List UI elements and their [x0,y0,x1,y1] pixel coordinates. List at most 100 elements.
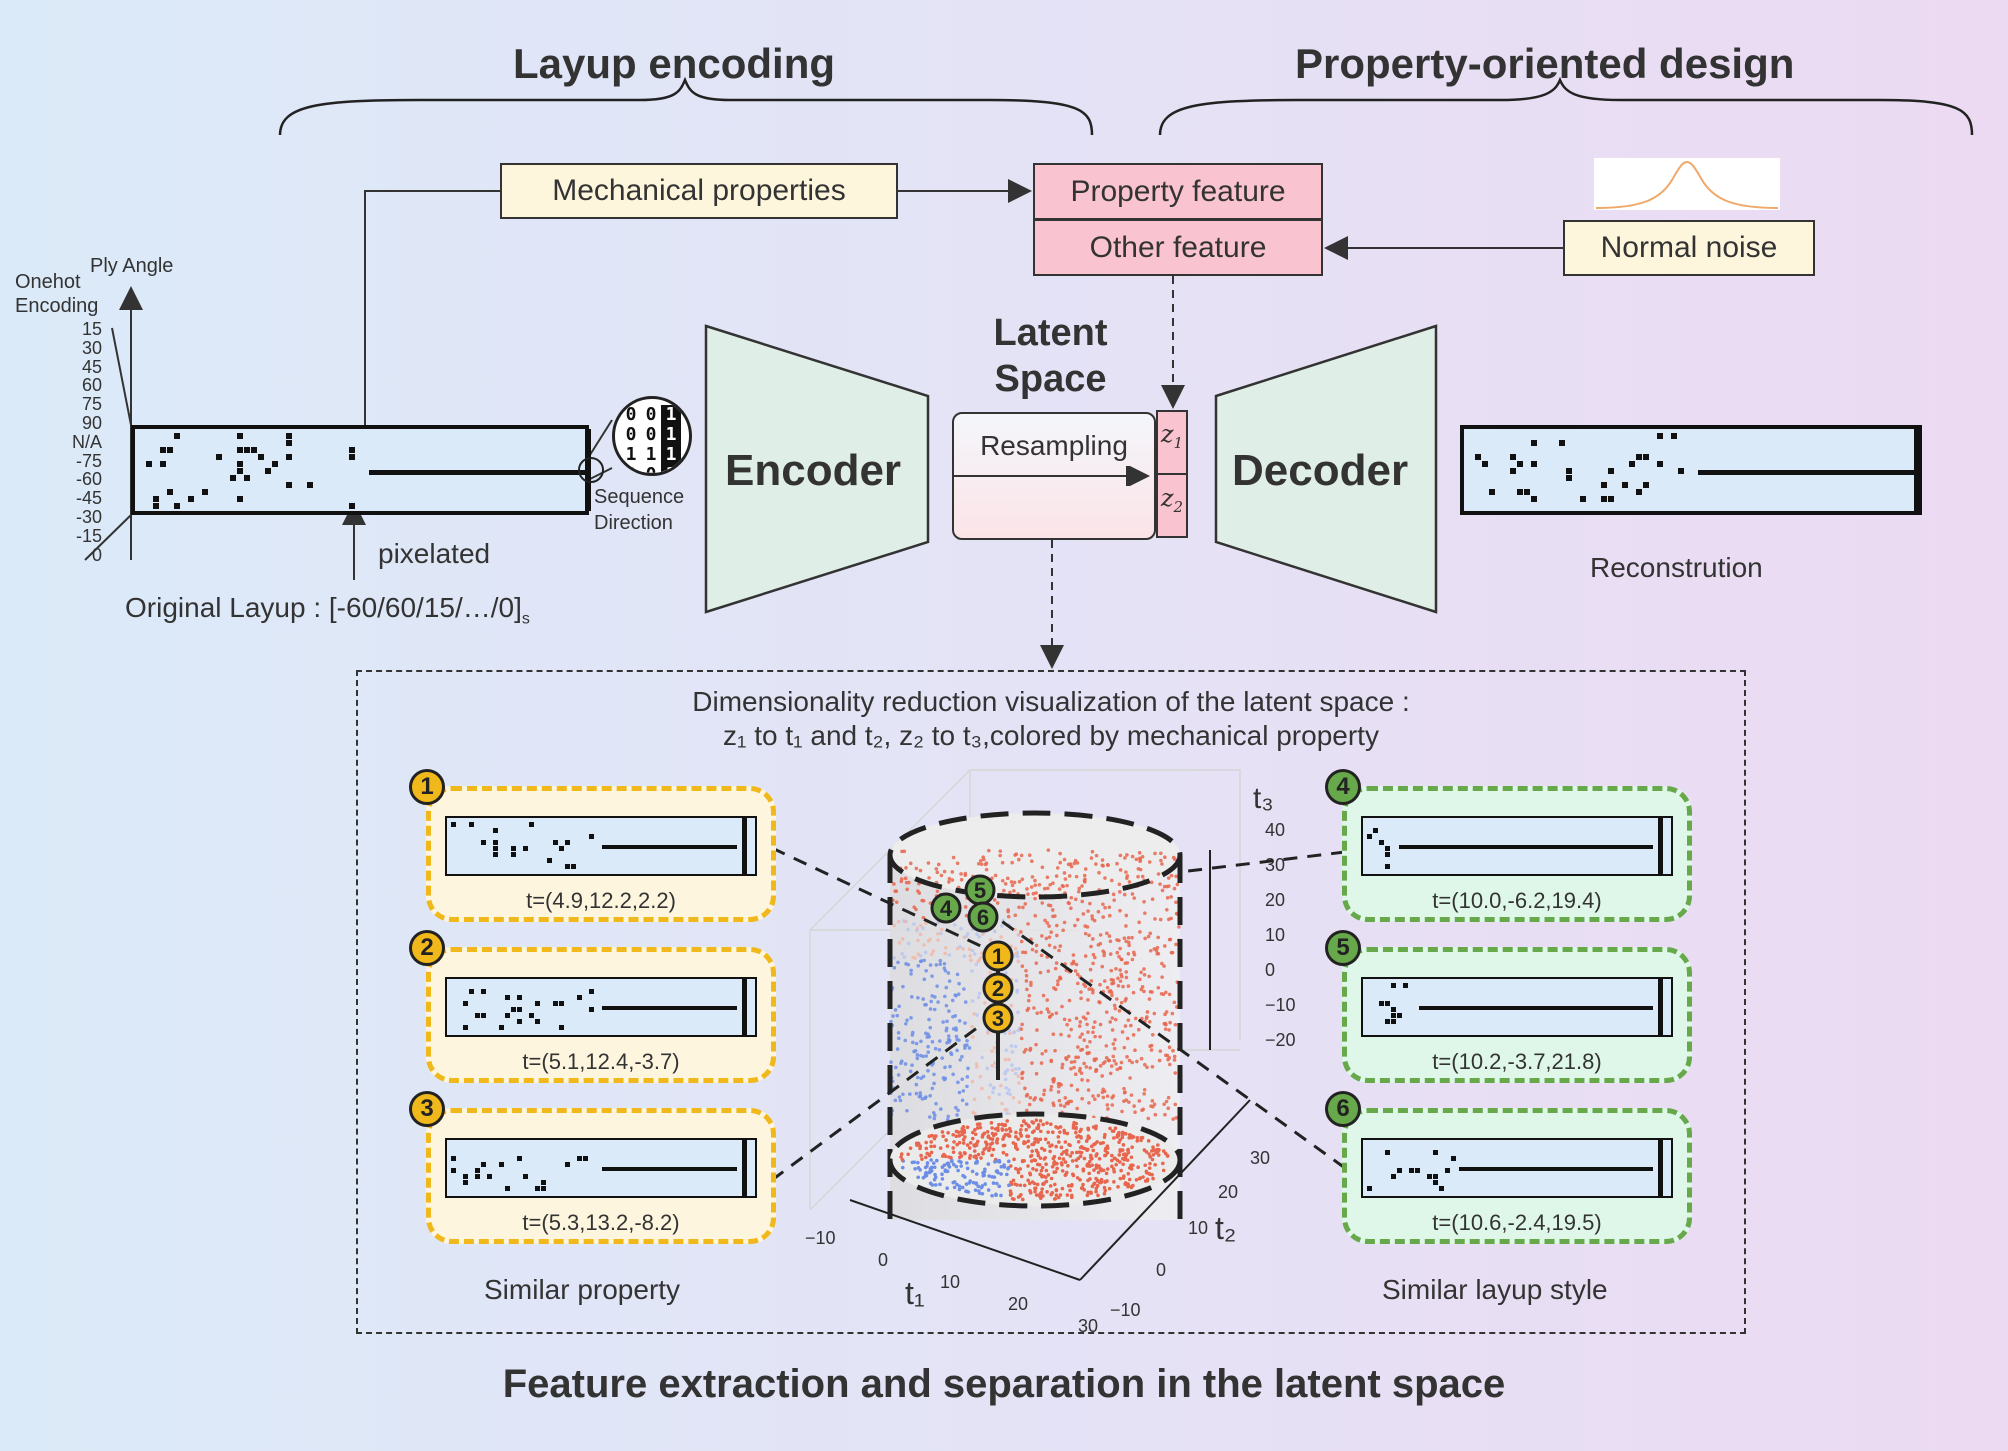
projected-point [924,1146,929,1151]
latent-point [1038,970,1043,975]
latent-point [1005,1091,1010,1096]
projected-point [1107,1186,1112,1191]
latent-point [1017,1081,1021,1085]
latent-point [1142,967,1146,971]
projected-point [1103,1188,1107,1193]
projected-point [1102,1191,1107,1196]
layup-pixel [1510,454,1516,460]
latent-point [893,1098,898,1103]
projected-point [1015,1147,1020,1152]
latent-point [892,965,897,970]
latent-point [897,1095,902,1099]
latent-point [1067,998,1072,1003]
projected-point [920,1157,924,1161]
latent-point [902,955,907,960]
projected-point [1085,1193,1090,1198]
latent-point [1080,1096,1084,1101]
latent-point [960,1098,965,1103]
layup-pixel [1379,1001,1384,1006]
latent-point [915,1056,920,1061]
latent-point [988,938,993,942]
layup-pixel [481,1162,486,1167]
layup-pixel [475,1174,480,1179]
latent-point [970,948,975,953]
latent-point [945,1019,949,1024]
latent-point [1140,1108,1144,1112]
projected-point [1063,1140,1068,1144]
projected-point [1000,1128,1005,1132]
layup-pixel [286,454,292,460]
layup-pixel [1367,834,1372,839]
projected-point [932,1136,937,1141]
projected-point [1031,1121,1036,1125]
latent-point [1109,977,1114,982]
projected-point [1057,1140,1061,1144]
projected-point [1026,1178,1030,1183]
projected-point [973,1161,978,1165]
latent-point [928,937,932,942]
projected-point [915,1143,919,1147]
latent-point [912,922,916,926]
projected-point [1144,1169,1149,1174]
latent-point [1101,1095,1106,1100]
projected-point [1147,1152,1151,1156]
latent-point [1074,1016,1079,1021]
latent-point [1089,944,1093,949]
projected-point [1065,1131,1070,1136]
encoder-shape [704,324,930,614]
projected-point [989,1121,994,1125]
latent-point [965,1075,970,1079]
projected-point [949,1155,953,1160]
latent-point [921,1054,925,1059]
latent-point [1120,1109,1124,1114]
layup-pixel [1657,461,1663,467]
projected-point [1001,1137,1005,1141]
projected-point [1040,1146,1044,1151]
projected-point [945,1144,950,1148]
projected-point [1033,1189,1037,1194]
latent-point [1024,968,1028,973]
latent-point [913,956,917,960]
latent-point [1042,1088,1047,1093]
projected-point [952,1140,956,1144]
projected-point [1056,1126,1060,1130]
layup-pixel [535,1019,540,1024]
projected-point [1156,1143,1160,1147]
layup-pixel [237,468,243,474]
projected-point [1049,1176,1054,1181]
projected-point [957,1187,962,1192]
latent-point [1166,1095,1171,1100]
latent-point [959,877,964,882]
latent-point [971,1035,975,1039]
similar-layup-style-caption: Similar layup style [1382,1274,1608,1305]
latent-point [955,972,960,977]
latent-point [965,1084,969,1089]
latent-point [1138,856,1142,861]
latent-point [903,1062,908,1066]
latent-point [1029,885,1034,889]
projected-point [1048,1149,1052,1154]
latent-point [1153,1112,1158,1117]
layup-pixel [493,852,498,857]
binary-bit: 1 [661,445,681,465]
latent-point [1089,979,1094,983]
angle-tick-label: 60 [81,375,102,396]
binary-bit: 0 [641,465,661,473]
latent-point [975,1013,979,1017]
projected-point [985,1129,990,1134]
latent-point [1083,1017,1088,1021]
projected-point [918,1146,922,1151]
projected-point [933,1183,938,1187]
projected-point [1009,1192,1013,1196]
angle-tick-label: 30 [81,337,102,358]
latent-point [972,1011,976,1016]
projected-point [1034,1118,1039,1122]
latent-point [914,866,919,871]
angle-tick-label: 45 [81,356,102,377]
projected-point [1070,1193,1074,1198]
layup-pixel [1391,1019,1396,1024]
latent-point [1100,858,1105,862]
latent-point [1139,987,1144,992]
layup-pixel [1451,1156,1456,1161]
